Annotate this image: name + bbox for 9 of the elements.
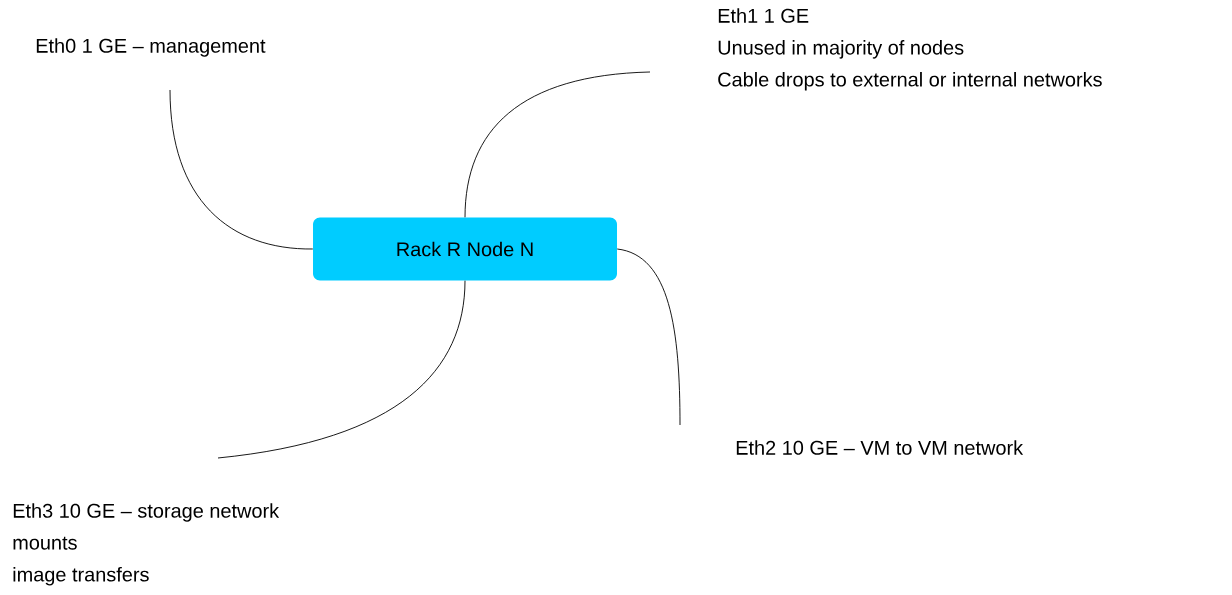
port-label: Eth0 1 GE – management xyxy=(36,38,266,57)
port-label: Eth3 10 GE – storage network mounts image transfers xyxy=(13,503,280,586)
leader-line xyxy=(169,89,314,250)
node-box: Rack R Node N xyxy=(313,217,617,281)
leader-line xyxy=(616,248,681,426)
leader-line xyxy=(217,280,466,459)
port-label: Eth1 1 GE Unused in majority of nodes Cable drops to external or internal networks xyxy=(718,8,1102,91)
leader-line xyxy=(464,71,651,218)
port-label: Eth2 10 GE – VM to VM network xyxy=(736,440,1024,455)
